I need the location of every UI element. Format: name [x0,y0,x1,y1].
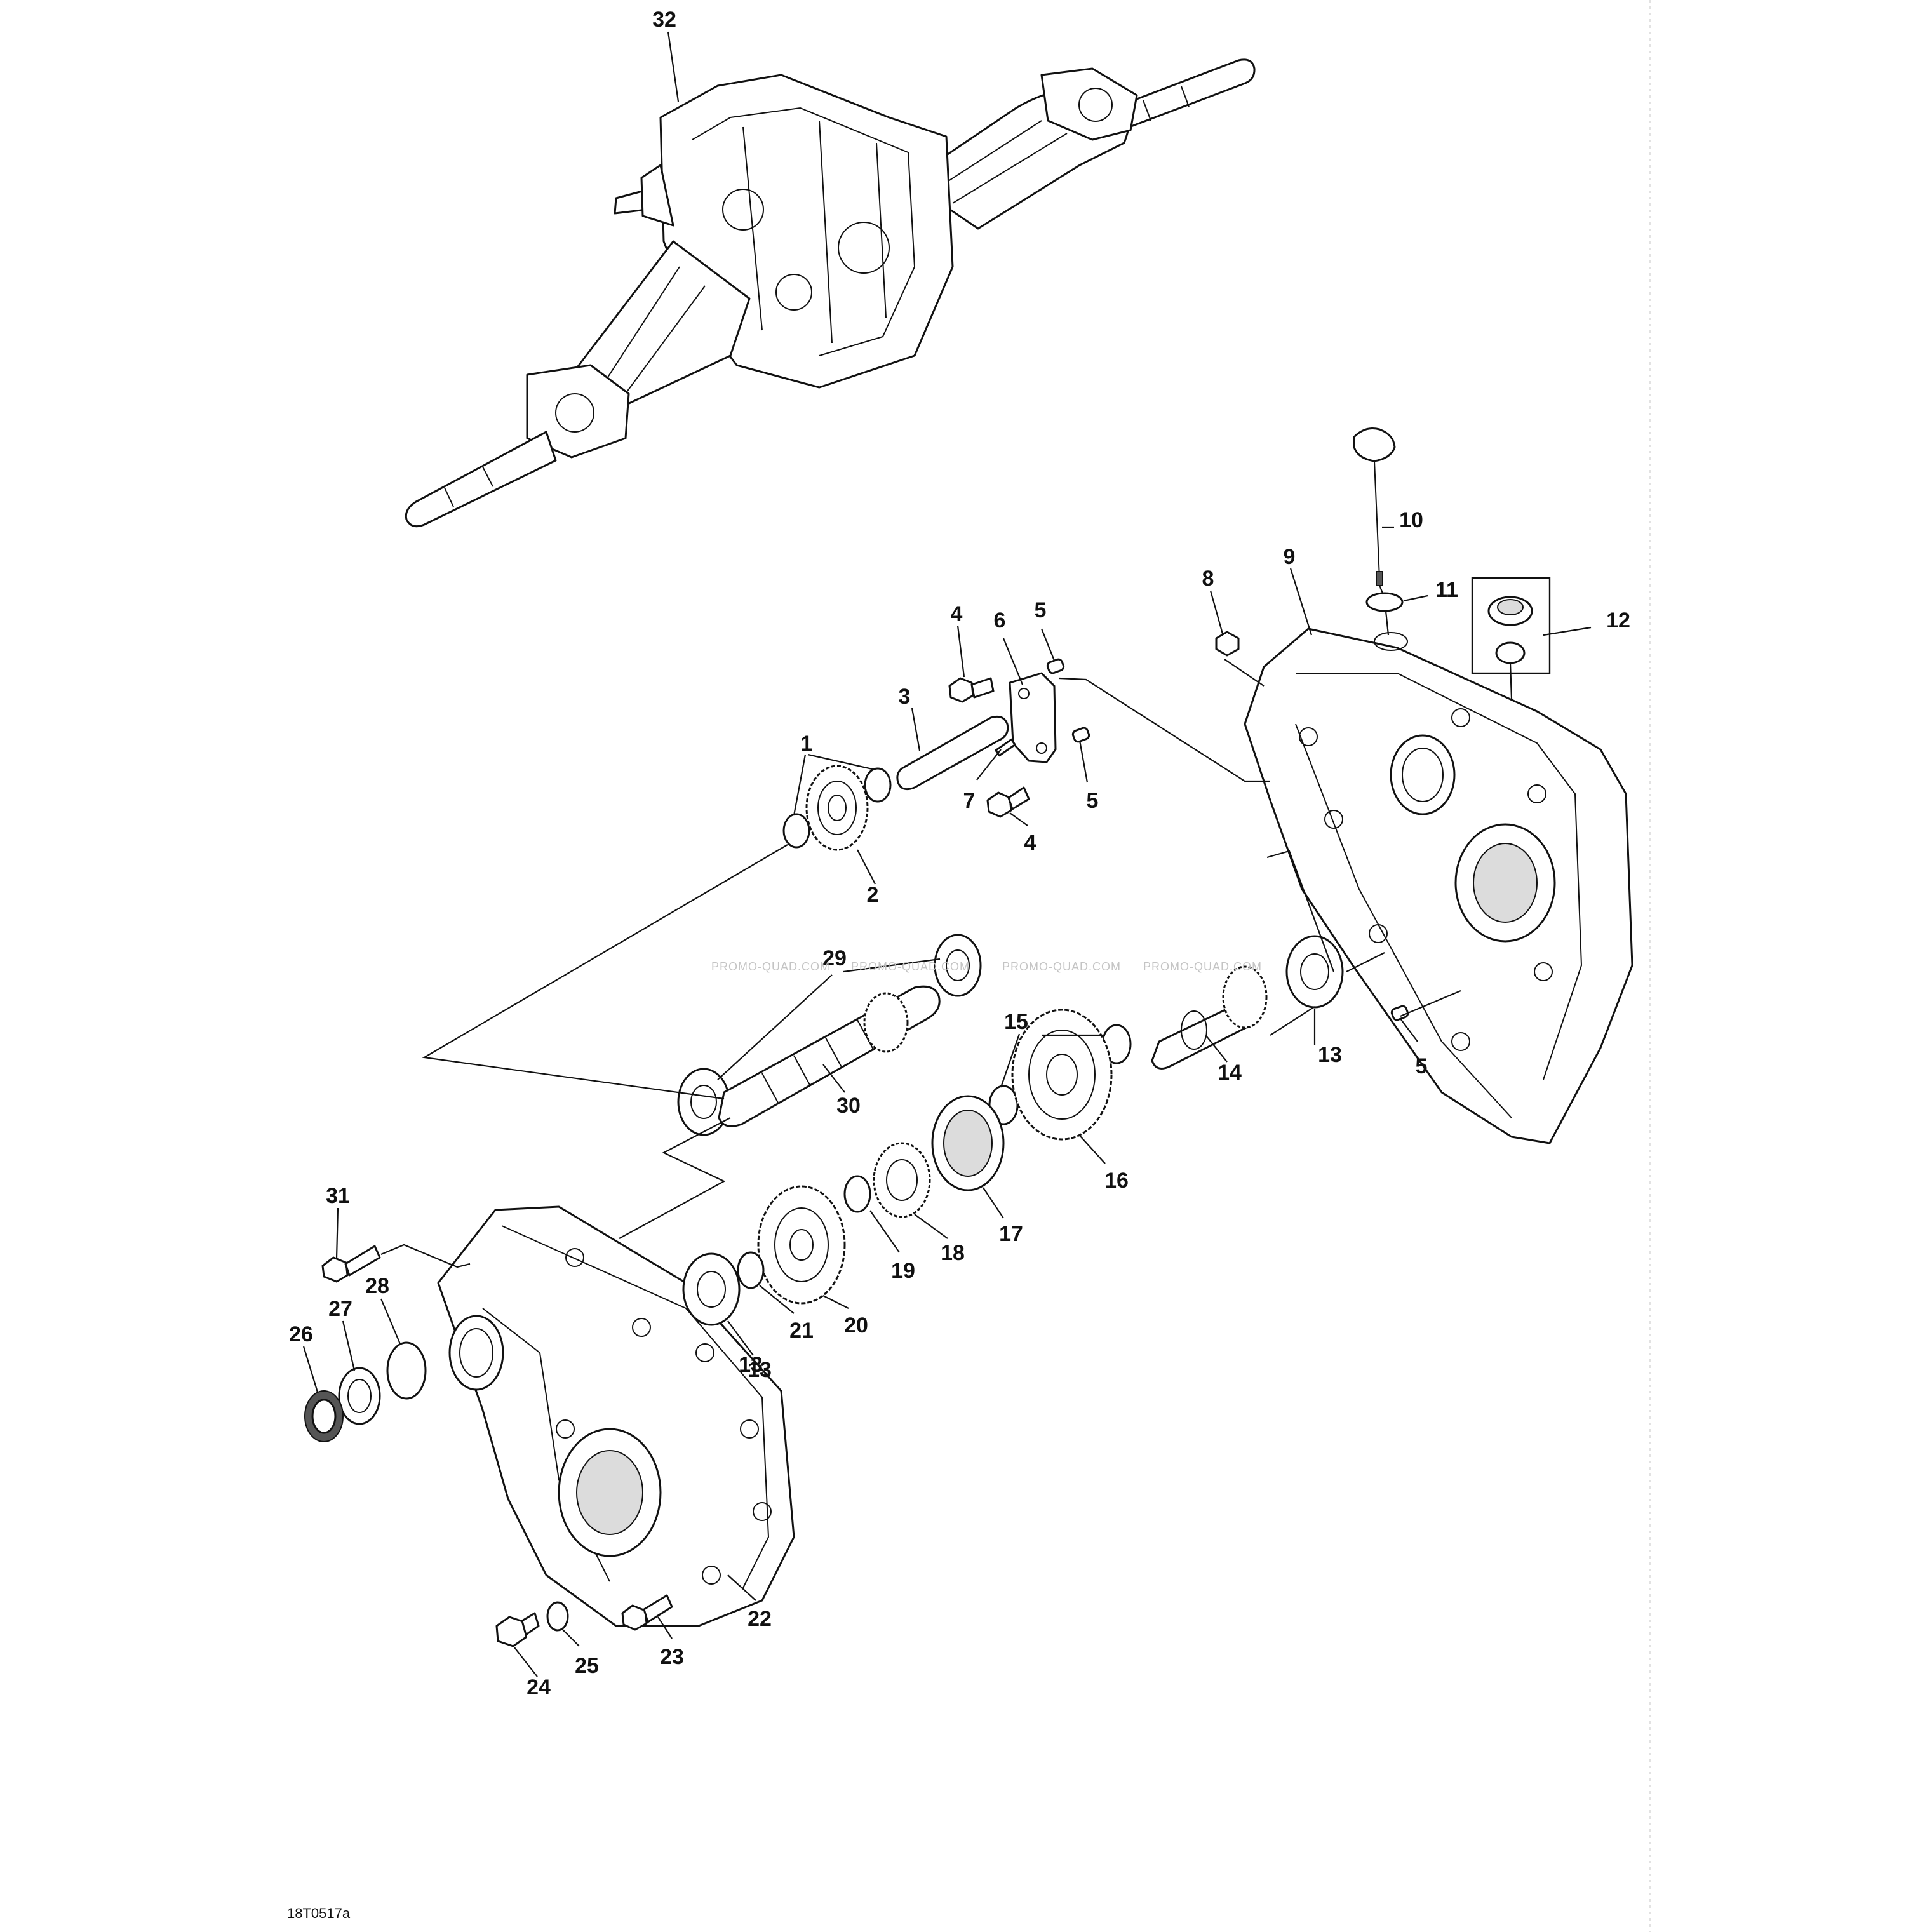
callout-leaders [302,31,1592,1677]
callout-20: 20 [844,1313,868,1338]
bolt [621,1594,673,1631]
drain-plug [495,1612,540,1647]
bearing [1285,935,1344,1009]
callout-15: 15 [1004,1010,1028,1034]
callout-13-left: 13 [748,1358,772,1382]
bearing [934,934,982,997]
callout-23: 23 [660,1645,684,1669]
retaining-plate [1009,672,1057,763]
callout-6: 6 [994,608,1006,633]
circlip [843,1175,871,1213]
callout-1: 1 [801,732,813,756]
callout-31: 31 [326,1184,350,1208]
callout-25: 25 [575,1654,599,1678]
callout-30: 30 [836,1094,861,1118]
callout-2: 2 [867,883,879,907]
callout-16: 16 [1104,1169,1129,1193]
assembly-lines [380,585,1513,1268]
dowel-pin [1046,658,1065,674]
breather [1487,596,1533,664]
callout-13-right: 13 [1318,1043,1342,1067]
callout-5: 5 [1035,598,1047,622]
callout-29: 29 [822,946,847,970]
callout-5-case: 5 [1416,1054,1428,1078]
right-case-half [1244,627,1633,1144]
shift-sleeve [931,1095,1005,1191]
o-ring [386,1341,427,1400]
callout-5-lower: 5 [1087,789,1099,813]
callout-22: 22 [748,1607,772,1631]
bolt [321,1245,381,1283]
figure-id: 18T0517a [287,1905,351,1921]
callout-labels: 32 10 8 9 11 12 4 6 5 3 1 7 5 4 2 29 15 … [289,8,1630,1700]
o-ring [1365,592,1404,612]
callout-26: 26 [289,1322,313,1346]
callout-9: 9 [1284,545,1296,569]
callout-21: 21 [789,1318,814,1343]
callout-18: 18 [941,1241,965,1265]
callout-10: 10 [1399,508,1423,532]
transmission-assembly [405,58,1256,528]
callout-19: 19 [891,1259,915,1283]
callout-17: 17 [999,1222,1023,1246]
shift-hub [873,1142,931,1218]
callout-27: 27 [328,1297,352,1321]
watermark: PROMO-QUAD.COM [1143,960,1262,973]
washer [782,813,810,849]
washer [737,1251,765,1289]
callout-4-lower: 4 [1024,831,1036,855]
dowel-pin [1071,727,1090,743]
callout-24: 24 [527,1675,551,1700]
callout-4: 4 [951,602,963,626]
dowel-pin [1390,1005,1409,1021]
washer [864,767,892,803]
bolt-lower [986,786,1030,818]
nut [1215,631,1240,657]
watermark: PROMO-QUAD.COM [711,960,830,973]
output-shaft [718,985,941,1127]
callout-3: 3 [899,685,911,709]
bearing [682,1252,741,1326]
callout-8: 8 [1202,567,1214,591]
callout-13: 13 [739,1353,763,1377]
gear [757,1185,846,1305]
watermark: PROMO-QUAD.COM [851,960,970,973]
callout-28: 28 [365,1274,389,1298]
callout-32: 32 [652,8,676,32]
large-gear [1011,1009,1113,1141]
bolt-upper [948,677,995,703]
callout-12: 12 [1606,608,1630,633]
idler-gear [805,765,869,851]
watermark: PROMO-QUAD.COM [1002,960,1121,973]
race [338,1367,381,1425]
sealing-washer [546,1601,569,1632]
dipstick [1353,427,1396,586]
idler-shaft [896,715,1009,791]
callout-7: 7 [963,789,976,813]
input-shaft [1151,965,1268,1070]
callout-11: 11 [1435,578,1458,602]
callout-14: 14 [1218,1061,1242,1085]
